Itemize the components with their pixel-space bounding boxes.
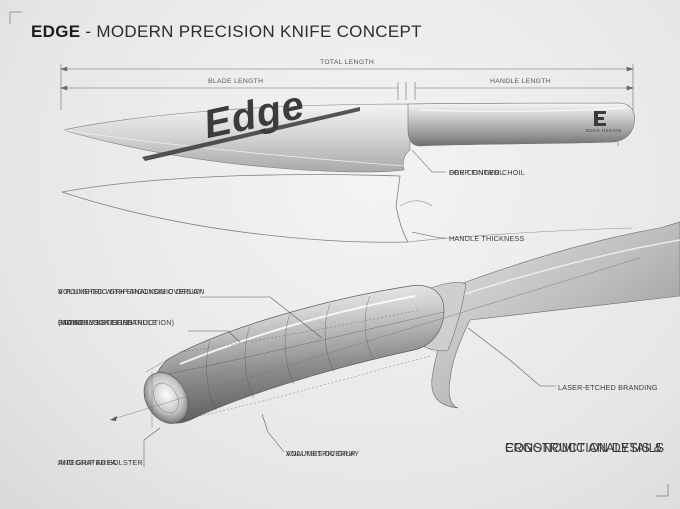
title-brand: EDGE <box>31 22 81 41</box>
grip-overlay-lines <box>145 295 445 428</box>
callout-line: LASER-ETCHED BRANDING <box>558 383 658 392</box>
summary-line: CONSTRUCTION DETAILS <box>505 441 665 455</box>
callout-line: VOLUMETRIC GRIP <box>286 449 356 458</box>
callout-line: ENTIRELY BRUSHED <box>58 318 133 327</box>
callout-line: FOR CONTROL <box>449 168 504 177</box>
callout-line: AND GRIP AREA <box>58 458 117 467</box>
callout-line: DEEP FINGER CHOIL <box>449 168 525 177</box>
dim-blade-length: BLADE LENGTH <box>208 78 264 85</box>
title-text: - MODERN PRECISION KNIFE CONCEPT <box>80 22 422 41</box>
callout-line: & POLISHED WITH ERGONOMIC DESIGN <box>58 287 205 296</box>
callout-line: (MONOBLOCK CONSTRUCTION) <box>58 318 175 327</box>
dimension-lines <box>60 64 634 110</box>
callout-line: ANALYSIS OVERLAY <box>286 449 360 458</box>
callout-line: VOLUMETRIC GRIP ANALYSIS OVERLAY <box>58 287 203 296</box>
callout-line: INTEGRATED BOLSTER <box>58 458 143 467</box>
bolster-mark: EDGE DESIGN <box>586 128 622 133</box>
e-logo-icon <box>594 111 606 126</box>
callout-line: STAINLESS STEEL HANDLE <box>58 318 158 327</box>
page-title: EDGE - MODERN PRECISION KNIFE CONCEPT <box>31 22 422 42</box>
dim-handle-length: HANDLE LENGTH <box>490 78 551 85</box>
summary-line: ERGONOMIC ANALYSIS & <box>505 441 663 455</box>
callout-line: HANDLE THICKNESS <box>449 234 525 243</box>
dim-total-length: TOTAL LENGTH <box>320 59 375 66</box>
